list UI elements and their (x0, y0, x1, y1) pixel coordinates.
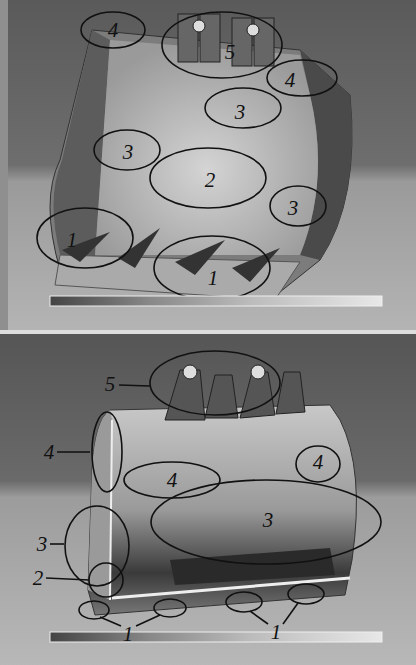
callout-number: 1 (271, 622, 282, 643)
callout-number: 1 (208, 268, 219, 289)
callout-number: 5 (225, 42, 236, 63)
callout-number: 3 (263, 510, 274, 531)
callout-number: 3 (235, 102, 246, 123)
callout-number: 4 (285, 70, 296, 91)
callout-number: 2 (205, 170, 216, 191)
callout-number: 4 (108, 20, 119, 41)
callout-number: 1 (123, 624, 134, 645)
callout-number: 3 (288, 198, 299, 219)
callout-number: 4 (313, 452, 324, 473)
callout-number: 3 (37, 534, 48, 555)
callout-number: 1 (67, 230, 78, 251)
callout-number: 2 (33, 568, 44, 589)
callout-number: 3 (123, 142, 134, 163)
callout-number: 4 (167, 470, 178, 491)
callout-number: 5 (105, 374, 116, 395)
callout-number: 4 (44, 442, 55, 463)
